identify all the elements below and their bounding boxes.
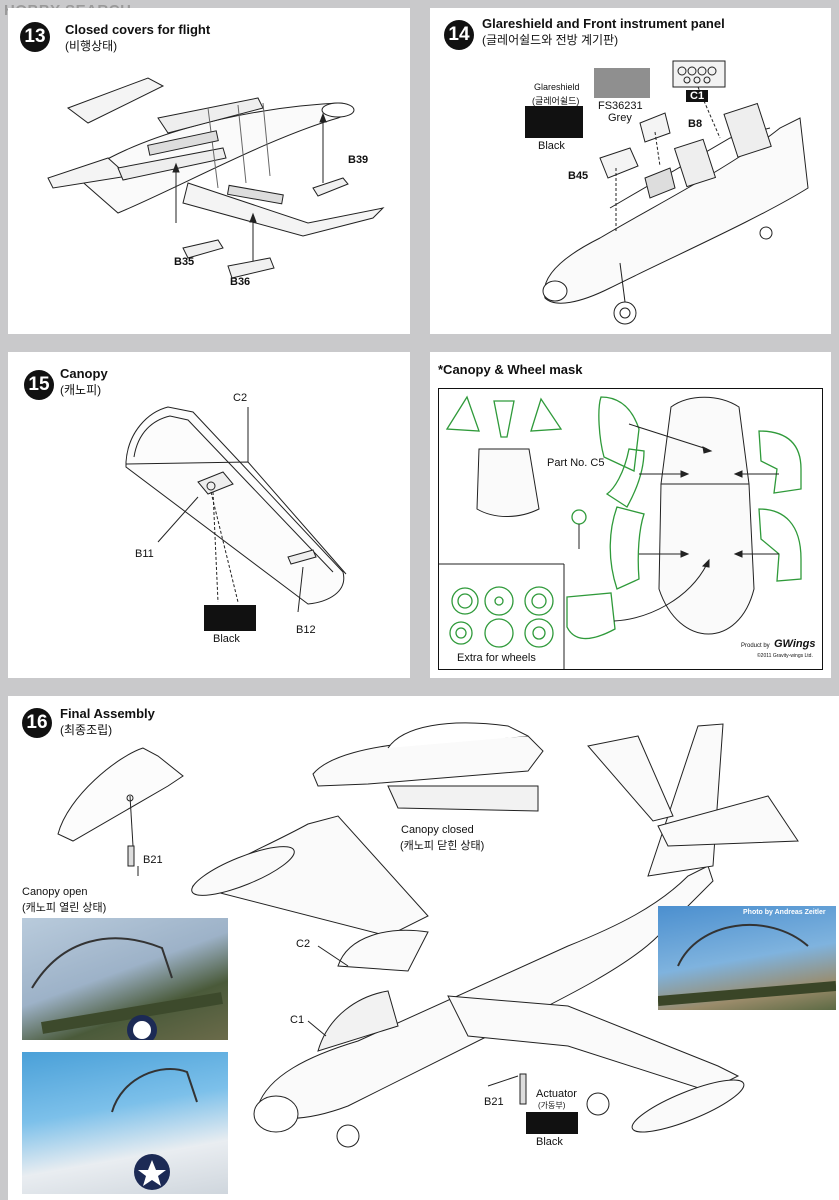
glareshield-label: Glareshield xyxy=(534,82,580,92)
step-16-subtitle: (최종조립) xyxy=(60,723,113,737)
part-label-b11: B11 xyxy=(135,548,154,560)
step-13-number: 13 xyxy=(20,22,50,52)
step-15-subtitle: (캐노피) xyxy=(60,383,102,397)
black-swatch-label-15: Black xyxy=(213,633,240,645)
step-13-aircraft-drawing xyxy=(47,77,385,279)
brand-copyright: ©2011 Gravity-wings Ltd. xyxy=(757,653,813,659)
mask-title: *Canopy & Wheel mask xyxy=(438,362,583,377)
step-16-title: Final Assembly (최종조립) xyxy=(60,706,155,738)
step-14-number: 14 xyxy=(444,20,474,50)
part-label-b45: B45 xyxy=(568,170,589,182)
black-color-swatch-16 xyxy=(526,1112,578,1134)
step-14-subtitle: (글레어쉴드와 전방 계기판) xyxy=(482,33,619,47)
step-16-number: 16 xyxy=(22,708,52,738)
black-swatch-label: Black xyxy=(538,140,565,152)
part-label-c1: C1 xyxy=(686,90,709,102)
step-15-panel: 15 Canopy (캐노피) C2 B11 Black B12 xyxy=(8,352,410,678)
step-16-title-text: Final Assembly xyxy=(60,706,155,721)
actuator-sublabel: (가동부) xyxy=(538,1101,566,1110)
step-16-panel: 16 Final Assembly (최종조립) xyxy=(8,696,839,1200)
mask-reference-canopy xyxy=(439,396,779,669)
step-14-cockpit-drawing xyxy=(542,60,809,325)
black-color-swatch xyxy=(525,106,583,138)
part-label-b21-canopy: B21 xyxy=(143,854,163,866)
part-label-b35: B35 xyxy=(174,256,195,268)
photo-canopy-open-1 xyxy=(22,918,228,1040)
black-swatch-label-16: Black xyxy=(536,1136,563,1148)
actuator-label: Actuator xyxy=(536,1088,577,1100)
canopy-open-label: Canopy open xyxy=(22,886,88,898)
fs-code-label: FS36231 xyxy=(598,100,643,112)
part-label-c2: C2 xyxy=(233,392,248,404)
part-label-b36: B36 xyxy=(230,276,251,288)
grey-swatch-label: Grey xyxy=(608,112,632,124)
step-14-panel: 14 Glareshield and Front instrument pane… xyxy=(430,8,831,334)
step-15-canopy-drawing xyxy=(125,406,347,613)
step-14-title-text: Glareshield and Front instrument panel xyxy=(482,16,725,31)
photo-cockpit-closeup: Photo by Andreas Zeitler xyxy=(658,906,836,1010)
canopy-closed-sublabel: (캐노피 닫힌 상태) xyxy=(400,840,485,852)
step-13-title-text: Closed covers for flight xyxy=(65,22,211,37)
part-label-b12: B12 xyxy=(296,624,316,636)
glareshield-sublabel: (글레어쉴드) xyxy=(532,96,580,106)
part-label-b39: B39 xyxy=(348,154,369,166)
grey-color-swatch xyxy=(594,68,650,98)
canopy-closed-label: Canopy closed xyxy=(401,824,474,836)
canopy-open-sublabel: (캐노피 열린 상태) xyxy=(22,902,107,914)
step-15-title: Canopy (캐노피) xyxy=(60,366,108,398)
brand-logo: GWings xyxy=(774,638,816,650)
black-color-swatch-15 xyxy=(204,605,256,631)
step-13-title: Closed covers for flight (비행상태) xyxy=(65,22,210,54)
step-13-panel: 13 Closed covers for flight (비행상태) B39 B… xyxy=(8,8,410,334)
step-15-number: 15 xyxy=(24,370,54,400)
step-13-subtitle: (비행상태) xyxy=(65,39,118,53)
part-label-b8: B8 xyxy=(688,118,703,130)
mask-panel: *Canopy & Wheel mask xyxy=(430,352,831,678)
mask-shapes xyxy=(445,395,802,648)
extra-wheels-label: Extra for wheels xyxy=(457,652,536,664)
step-15-title-text: Canopy xyxy=(60,366,108,381)
brand-prefix: Product by xyxy=(741,643,770,649)
mask-sheet: Part No. C5 Extra for wheels Product by … xyxy=(438,388,823,670)
part-label-b21-actuator: B21 xyxy=(484,1096,504,1108)
photo-canopy-open-2 xyxy=(22,1052,228,1194)
part-no-label: Part No. C5 xyxy=(547,457,605,469)
step-16-assembly-drawing xyxy=(57,722,799,1148)
part-label-c2-final: C2 xyxy=(296,938,311,950)
photo-credit: Photo by Andreas Zeitler xyxy=(743,909,826,916)
step-14-title: Glareshield and Front instrument panel (… xyxy=(482,16,725,48)
part-label-c1-final: C1 xyxy=(290,1014,305,1026)
